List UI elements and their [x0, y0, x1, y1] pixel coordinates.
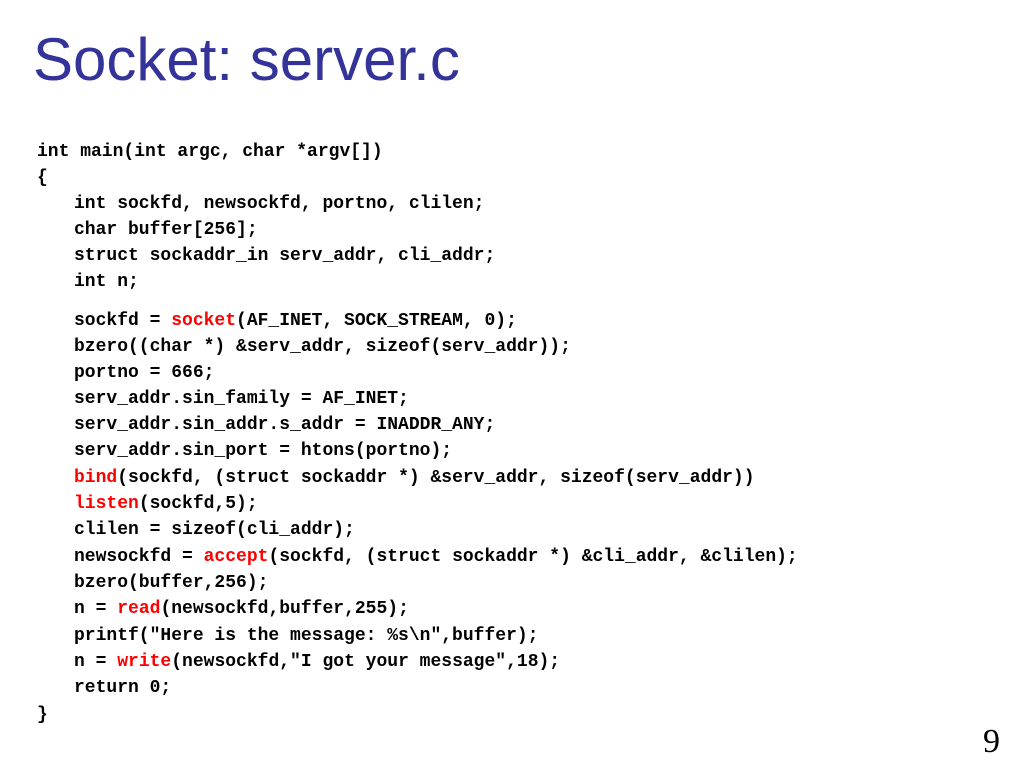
code-text: (sockfd, (struct sockaddr *) &cli_addr, …	[268, 547, 798, 567]
page-number: 9	[983, 723, 1000, 760]
code-text: newsockfd =	[74, 547, 204, 567]
code-line: bzero((char *) &serv_addr, sizeof(serv_a…	[74, 336, 571, 358]
code-text: struct sockaddr_in serv_addr, cli_addr;	[74, 246, 496, 266]
code-text: (newsockfd,buffer,255);	[160, 599, 409, 619]
code-line: bzero(buffer,256);	[74, 572, 268, 594]
code-text: sockfd =	[74, 311, 172, 331]
code-text: n =	[74, 599, 118, 619]
code-line: bind(sockfd, (struct sockaddr *) &serv_a…	[74, 467, 755, 489]
code-text: serv_addr.sin_port = htons(portno);	[74, 441, 453, 461]
code-text: n =	[74, 652, 118, 672]
code-line: struct sockaddr_in serv_addr, cli_addr;	[74, 245, 495, 267]
code-line: int sockfd, newsockfd, portno, clilen;	[74, 193, 484, 215]
code-line: n = write(newsockfd,"I got your message"…	[74, 651, 560, 673]
code-text: serv_addr.sin_family = AF_INET;	[74, 389, 409, 409]
code-text: {	[37, 168, 48, 188]
code-text: (sockfd, (struct sockaddr *) &serv_addr,…	[117, 468, 755, 488]
code-line: listen(sockfd,5);	[74, 493, 258, 515]
code-text: bzero(buffer,256);	[74, 573, 269, 593]
code-line: n = read(newsockfd,buffer,255);	[74, 598, 409, 620]
code-line: int n;	[74, 271, 139, 293]
code-text: }	[37, 705, 48, 725]
code-line: int main(int argc, char *argv[])	[37, 141, 383, 163]
code-line: printf("Here is the message: %s\n",buffe…	[74, 625, 538, 647]
code-line: serv_addr.sin_addr.s_addr = INADDR_ANY;	[74, 414, 495, 436]
code-line: }	[37, 704, 48, 726]
code-text: (newsockfd,"I got your message",18);	[171, 652, 561, 672]
code-text: serv_addr.sin_addr.s_addr = INADDR_ANY;	[74, 415, 496, 435]
code-text: int n;	[74, 272, 139, 292]
code-text: clilen = sizeof(cli_addr);	[74, 520, 355, 540]
code-line: newsockfd = accept(sockfd, (struct socka…	[74, 546, 798, 568]
code-line: portno = 666;	[74, 362, 214, 384]
code-text: (AF_INET, SOCK_STREAM, 0);	[236, 311, 517, 331]
code-keyword-highlight: read	[117, 599, 161, 619]
code-text: printf("Here is the message: %s\n",buffe…	[74, 626, 539, 646]
code-text: return 0;	[74, 678, 172, 698]
code-text: (sockfd,5);	[138, 494, 258, 514]
code-keyword-highlight: write	[117, 652, 172, 672]
code-line: {	[37, 167, 48, 189]
code-line: serv_addr.sin_port = htons(portno);	[74, 440, 452, 462]
code-keyword-highlight: accept	[203, 547, 269, 567]
code-line: return 0;	[74, 677, 171, 699]
code-text: int main(int argc, char *argv[])	[37, 142, 383, 162]
code-keyword-highlight: listen	[74, 494, 139, 514]
code-keyword-highlight: socket	[171, 311, 237, 331]
code-text: char buffer[256];	[74, 220, 258, 240]
code-line: clilen = sizeof(cli_addr);	[74, 519, 355, 541]
code-text: bzero((char *) &serv_addr, sizeof(serv_a…	[74, 337, 571, 357]
code-keyword-highlight: bind	[74, 468, 118, 488]
code-line: char buffer[256];	[74, 219, 258, 241]
code-text: portno = 666;	[74, 363, 215, 383]
code-text: int sockfd, newsockfd, portno, clilen;	[74, 194, 485, 214]
slide-title: Socket: server.c	[33, 26, 460, 93]
code-line: sockfd = socket(AF_INET, SOCK_STREAM, 0)…	[74, 310, 517, 332]
code-line: serv_addr.sin_family = AF_INET;	[74, 388, 409, 410]
